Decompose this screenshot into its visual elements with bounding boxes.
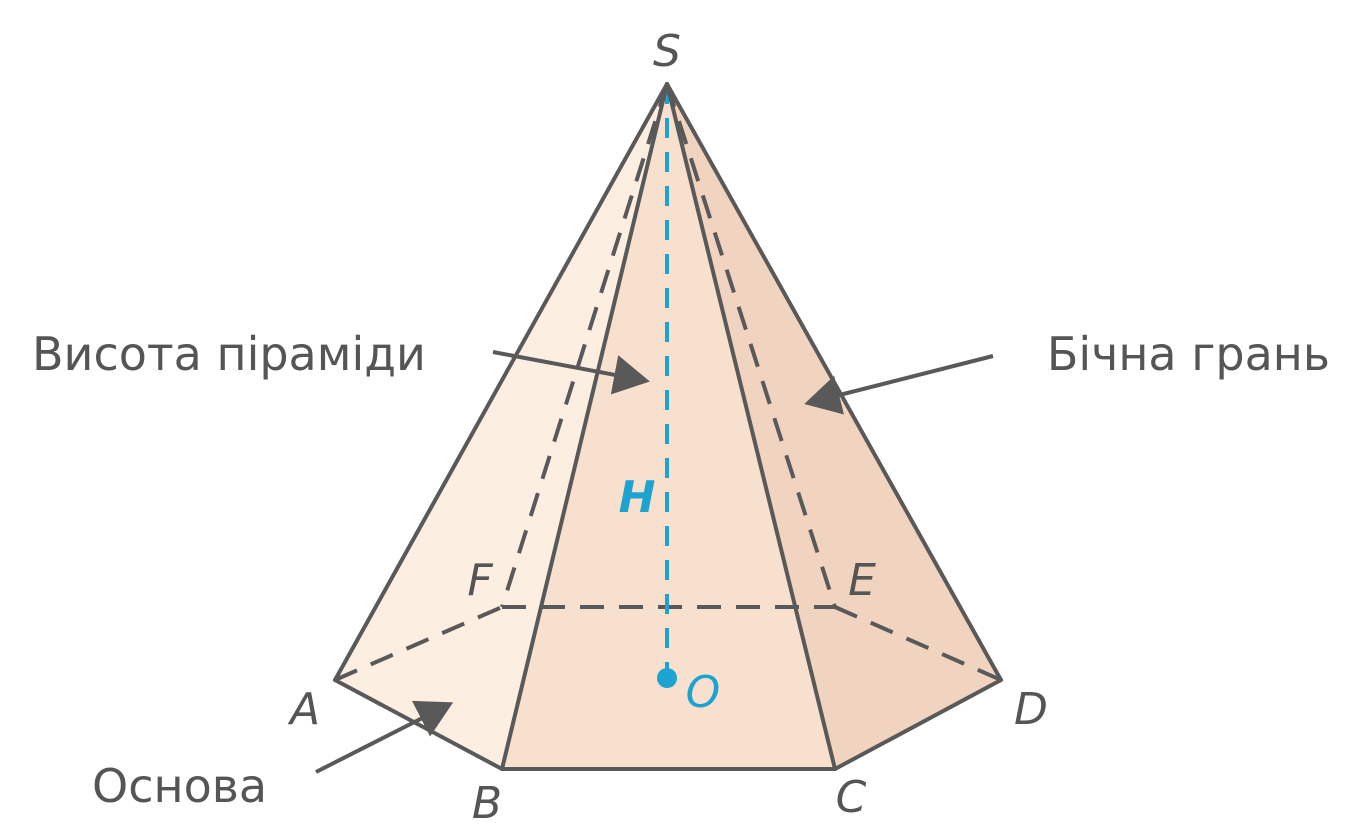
vertex-label-o: O [686, 667, 721, 718]
vertex-label-c: C [836, 772, 867, 823]
vertex-label-s: S [653, 26, 681, 77]
lateral-face-scd [667, 84, 1001, 769]
height-caption: Висота піраміди [32, 327, 426, 381]
height-callout-arrow [492, 350, 650, 395]
base-callout-arrow [315, 700, 454, 774]
base-caption: Основа [92, 759, 267, 813]
vertex-label-b: B [472, 778, 502, 824]
hidden-edge-se [665, 83, 837, 608]
base-center-point [657, 668, 677, 688]
hidden-edge-ed [834, 605, 1002, 682]
vertex-label-d: D [1014, 684, 1048, 735]
lateral-face-callout-arrow [804, 354, 994, 415]
vertex-label-a: A [287, 684, 320, 735]
height-label: H [619, 472, 656, 523]
hidden-edge-af [334, 605, 503, 682]
edge-sa [333, 82, 669, 682]
lateral-face-caption: Бічна грань [1047, 327, 1330, 381]
hidden-edge-sf [500, 83, 669, 608]
vertex-label-f: F [467, 555, 493, 606]
edge-sb [500, 82, 669, 771]
vertex-label-e: E [848, 555, 876, 606]
lateral-face-sab [335, 84, 667, 769]
edge-sc [665, 82, 837, 771]
